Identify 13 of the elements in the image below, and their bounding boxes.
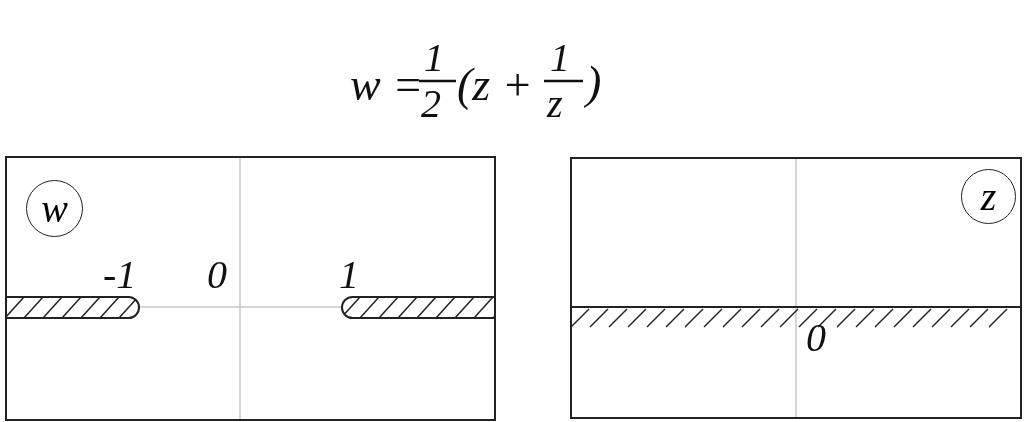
complex-plane-panel xyxy=(5,156,496,421)
formula-denominator: z xyxy=(547,84,563,124)
axis-label: 1 xyxy=(339,255,359,295)
formula-numerator: 1 xyxy=(550,38,570,78)
axis-label: 0 xyxy=(806,318,826,358)
formula-numerator: 1 xyxy=(424,38,444,78)
axis-label: 0 xyxy=(207,255,227,295)
complex-plane-panel xyxy=(570,157,1022,419)
formula-denominator: 2 xyxy=(421,84,441,124)
axis-label: -1 xyxy=(103,255,137,295)
formula-text: (z + xyxy=(457,62,533,108)
formula-text: ) xyxy=(586,60,602,106)
formula-text: w = xyxy=(350,62,424,108)
